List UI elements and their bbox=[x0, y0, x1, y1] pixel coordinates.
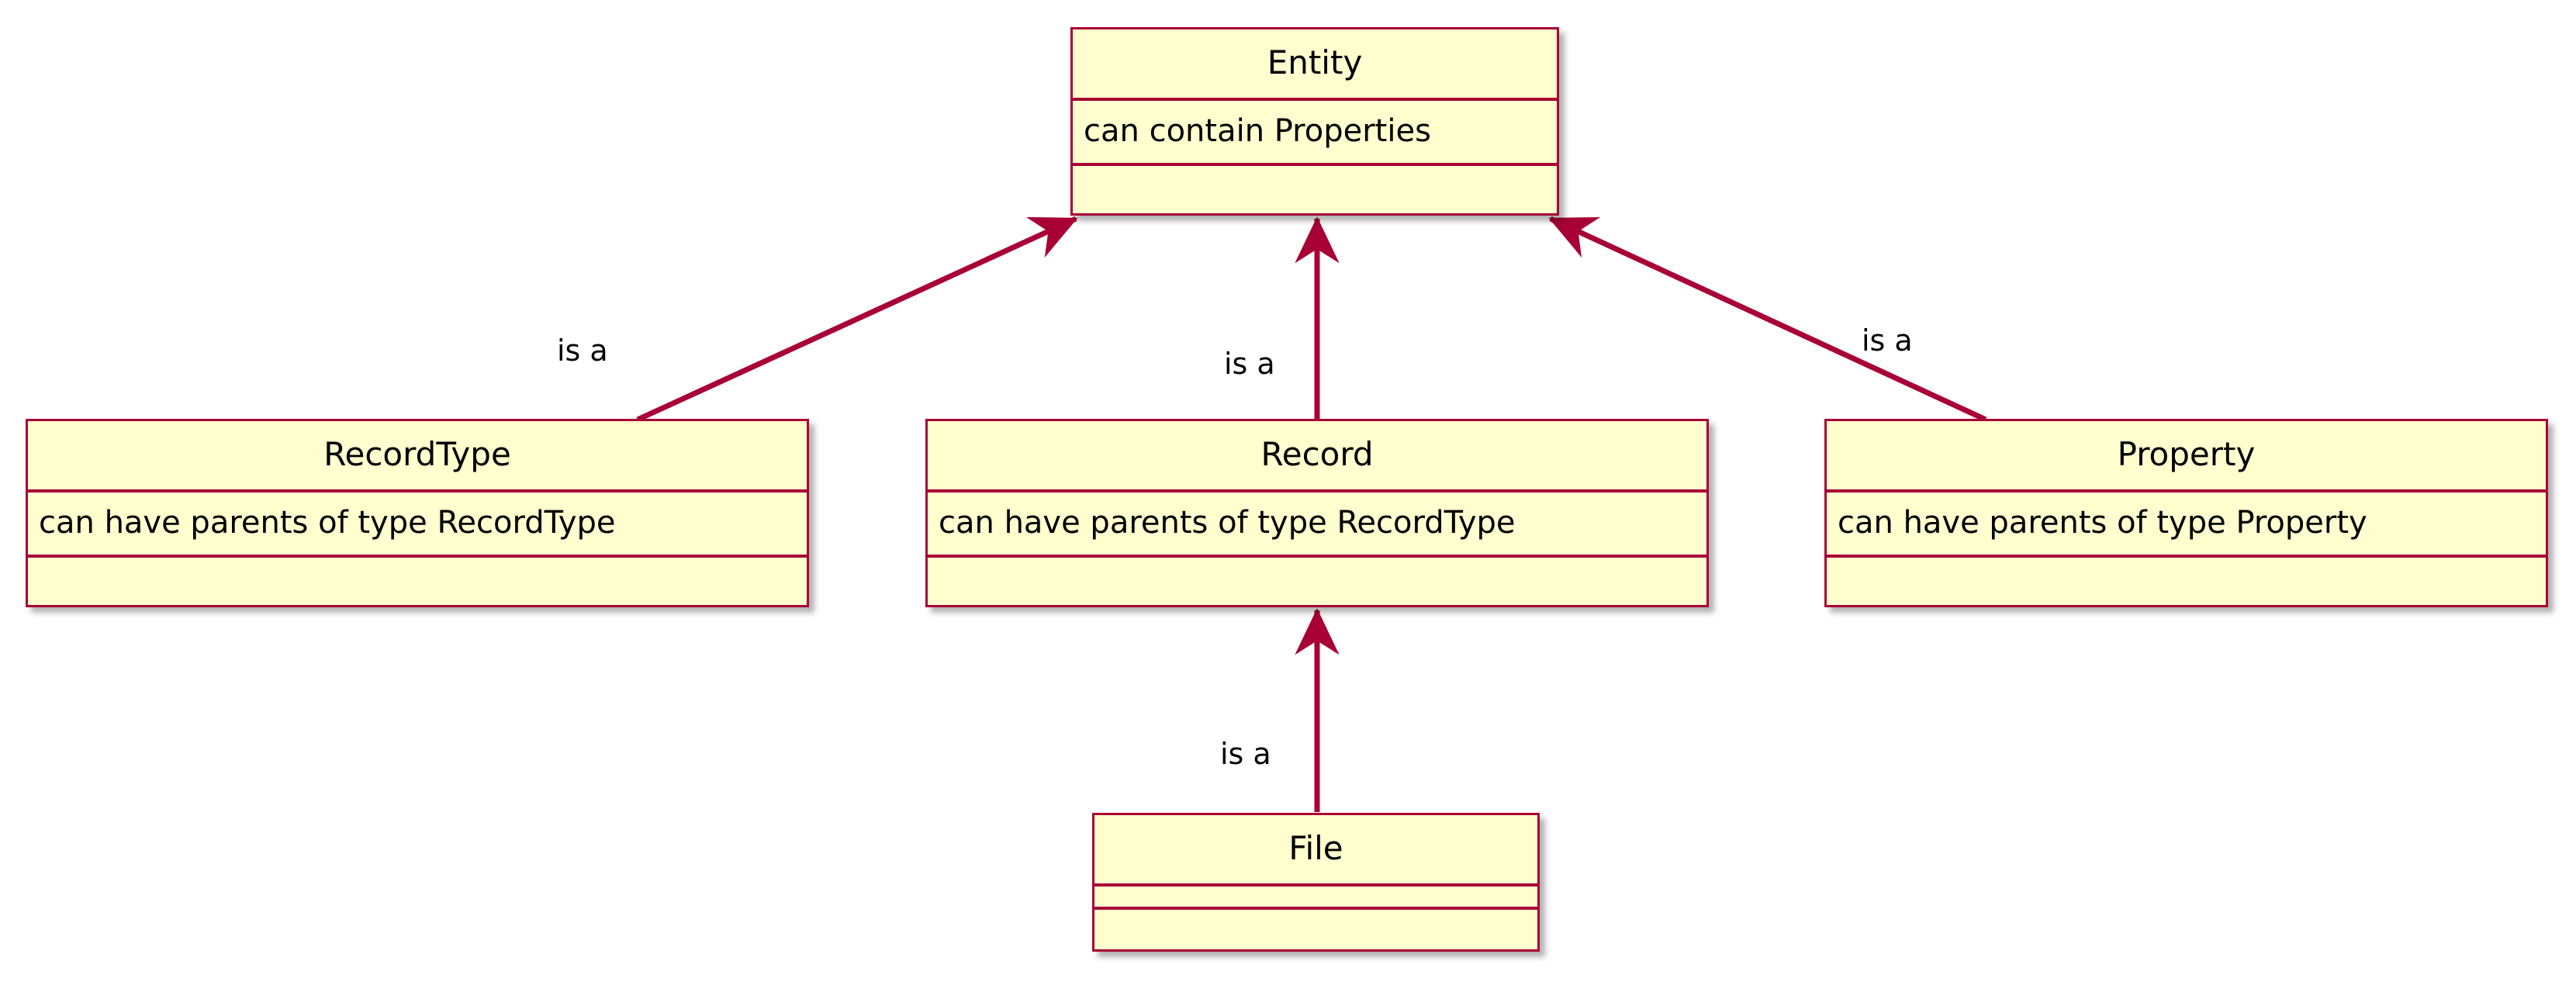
class-box-file[interactable]: File bbox=[1092, 813, 1540, 952]
class-method-compartment-property bbox=[1827, 558, 2546, 578]
class-method-compartment-entity bbox=[1073, 166, 1557, 186]
class-box-property[interactable]: Property can have parents of type Proper… bbox=[1824, 419, 2548, 607]
class-name-entity: Entity bbox=[1267, 43, 1363, 81]
class-method-compartment-file bbox=[1094, 910, 1537, 930]
class-divider bbox=[28, 555, 807, 558]
class-divider bbox=[1827, 555, 2546, 558]
class-attribute-compartment-file bbox=[1094, 886, 1537, 907]
class-divider bbox=[1094, 883, 1537, 886]
edge-label-record-is-a-entity: is a bbox=[1224, 347, 1275, 381]
class-divider bbox=[1073, 98, 1557, 101]
class-attribute-property-0: can have parents of type Property bbox=[1838, 505, 2367, 541]
class-divider bbox=[28, 489, 807, 492]
class-divider bbox=[928, 555, 1706, 558]
class-box-recordtype[interactable]: RecordType can have parents of type Reco… bbox=[26, 419, 809, 607]
class-method-compartment-record bbox=[928, 558, 1706, 578]
class-attribute-recordtype-0: can have parents of type RecordType bbox=[39, 505, 616, 541]
class-method-compartment-recordtype bbox=[28, 558, 807, 578]
edge-label-file-is-a-record: is a bbox=[1220, 737, 1271, 771]
class-box-entity[interactable]: Entity can contain Properties bbox=[1070, 27, 1559, 216]
class-name-file: File bbox=[1288, 829, 1343, 867]
class-divider bbox=[1094, 907, 1537, 910]
class-attribute-record-0: can have parents of type RecordType bbox=[939, 505, 1516, 541]
edge-label-property-is-a-entity: is a bbox=[1862, 323, 1913, 358]
class-divider bbox=[1827, 489, 2546, 492]
class-divider bbox=[1073, 163, 1557, 166]
edge-label-recordtype-is-a-entity: is a bbox=[557, 334, 608, 368]
edge-property-is-a-entity bbox=[1548, 216, 1987, 423]
class-attribute-entity-0: can contain Properties bbox=[1084, 113, 1431, 149]
class-divider bbox=[928, 489, 1706, 492]
class-box-record[interactable]: Record can have parents of type RecordTy… bbox=[925, 419, 1709, 607]
class-name-property: Property bbox=[2117, 435, 2256, 473]
edge-recordtype-is-a-entity bbox=[636, 216, 1078, 423]
class-name-record: Record bbox=[1260, 435, 1374, 473]
class-name-recordtype: RecordType bbox=[323, 435, 511, 473]
